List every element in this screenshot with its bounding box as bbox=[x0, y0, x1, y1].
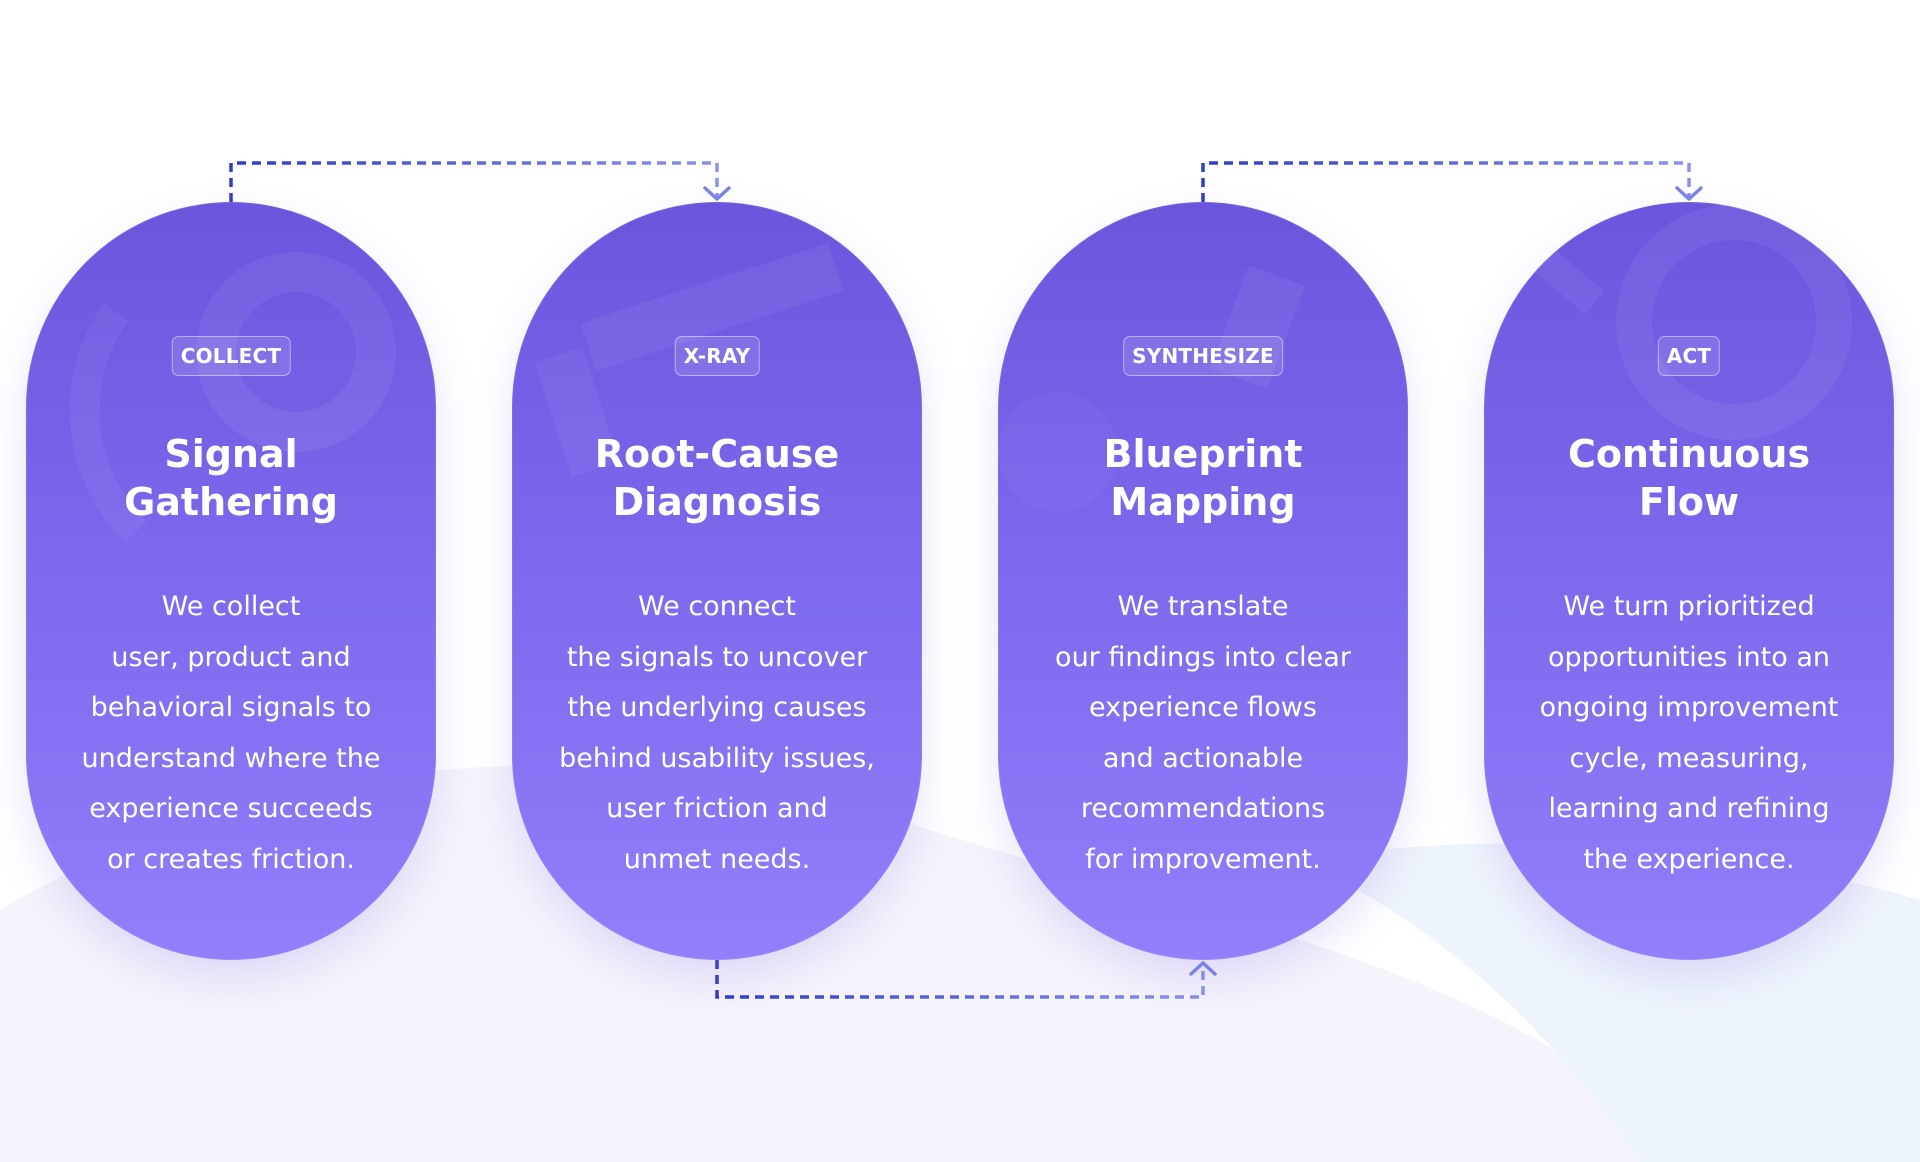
decorative-pattern bbox=[69, 252, 396, 543]
step-description-line: opportunities into an bbox=[1547, 641, 1831, 673]
step-title-line: Diagnosis bbox=[612, 480, 822, 524]
step-description-line: We connect bbox=[638, 591, 796, 622]
connector-line bbox=[715, 960, 1205, 999]
step-description-line: user friction and bbox=[606, 793, 828, 824]
connector-line bbox=[1201, 161, 1691, 202]
step-description-line: our findings into clear bbox=[1055, 641, 1351, 673]
step-description-line: We collect bbox=[161, 591, 301, 622]
step-title-line: Gathering bbox=[124, 480, 338, 524]
step-description: We collect user, product and behavioral si… bbox=[26, 582, 436, 885]
step-description: We turn prioritized opportunities into an… bbox=[1484, 582, 1894, 885]
step-description: We connect the signals to uncover the unde… bbox=[512, 582, 922, 885]
step-title-line: Flow bbox=[1638, 480, 1740, 524]
step-description-line: understand where the bbox=[81, 742, 381, 774]
step-description-line: or creates friction. bbox=[107, 843, 355, 875]
step-description-line: cycle, measuring, bbox=[1569, 742, 1809, 774]
step-badge: ACT bbox=[1657, 336, 1721, 376]
step-description-line: the underlying causes bbox=[567, 692, 867, 723]
decorative-pattern bbox=[534, 243, 844, 477]
step-title-line: Blueprint bbox=[1103, 432, 1303, 476]
step-description-line: experience succeeds bbox=[89, 793, 373, 824]
step-description-line: experience flows bbox=[1089, 692, 1317, 723]
step-badge: X-RAY bbox=[674, 336, 760, 376]
arrow-head-icon bbox=[1675, 186, 1703, 201]
step-title-line: Root-Cause bbox=[594, 432, 840, 476]
step-description-line: ongoing improvement bbox=[1539, 692, 1839, 723]
step-description-line: We translate bbox=[1117, 591, 1289, 622]
step-description-line: for improvement. bbox=[1085, 843, 1321, 875]
arrow-head-icon bbox=[703, 186, 731, 201]
decorative-pattern bbox=[1210, 265, 1306, 389]
decorative-pattern bbox=[1523, 204, 1852, 440]
step-description-line: learning and refining bbox=[1548, 793, 1830, 824]
step-title-line: Mapping bbox=[1110, 480, 1296, 524]
step-title-line: Signal bbox=[164, 432, 298, 476]
step-description-line: the signals to uncover bbox=[566, 641, 868, 673]
step-description-line: recommendations bbox=[1080, 793, 1326, 824]
step-description-line: behavioral signals to bbox=[90, 692, 372, 723]
step-description-line: unmet needs. bbox=[623, 843, 811, 875]
step-description-line: user, product and bbox=[111, 641, 351, 673]
step-description-line: We turn prioritized bbox=[1563, 591, 1815, 622]
step-badge: SYNTHESIZE bbox=[1123, 336, 1283, 376]
step-badge: COLLECT bbox=[171, 336, 291, 376]
step-description: We translate our findings into clear exper… bbox=[998, 582, 1408, 885]
step-title-line: Continuous bbox=[1567, 432, 1811, 476]
step-description-line: and actionable bbox=[1102, 742, 1304, 774]
step-description-line: behind usability issues, bbox=[559, 742, 875, 774]
arrow-head-icon bbox=[1189, 961, 1217, 976]
step-description-line: the experience. bbox=[1583, 843, 1795, 875]
connector-line bbox=[229, 161, 719, 202]
